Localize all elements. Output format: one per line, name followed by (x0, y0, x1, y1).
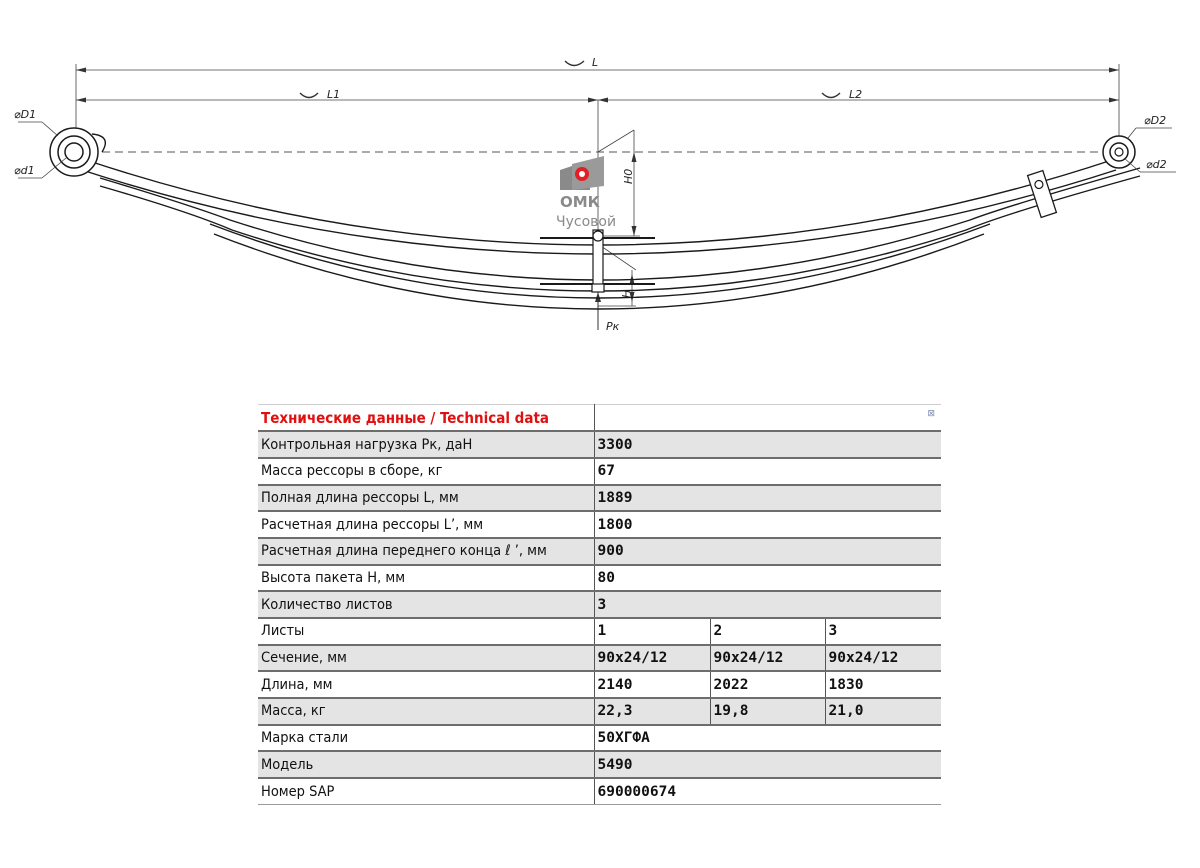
row-label: Высота пакета H, мм (258, 564, 595, 593)
row-label: Полная длина рессоры L, мм (258, 484, 595, 513)
row-value: 690000674 (594, 778, 942, 806)
spring-svg: L L1 L2 H0 H Pк (14, 56, 1176, 333)
expand-icon[interactable]: ⊠ (927, 409, 936, 419)
label-pack-height: H (620, 290, 633, 298)
row-value: 900 (594, 537, 942, 566)
row-value: 67 (594, 457, 942, 486)
row-label: Модель (258, 751, 595, 780)
row-label: Расчетная длина переднего конца ℓ ’, мм (258, 537, 595, 566)
arc-symbol-icon (564, 60, 585, 67)
table-title-row: Технические данные / Technical data ⊠ (258, 404, 942, 433)
row-label: Длина, мм (258, 671, 595, 700)
label-rear-eye-inner: ⌀d2 (1146, 158, 1167, 171)
row-value: 5490 (594, 751, 942, 780)
row-value: 1800 (594, 511, 942, 539)
label-rear-eye-outer: ⌀D2 (1144, 114, 1166, 127)
logo-brand: ОМК (560, 193, 601, 211)
leaf-2-value: 2 (710, 618, 826, 646)
omk-logo: ОМК Чусовой (556, 156, 616, 230)
label-control-load: Pк (606, 320, 620, 333)
row-label: Сечение, мм (258, 644, 595, 673)
leaf-1-value: 90x24/12 (594, 644, 711, 673)
row-label: Масса рессоры в сборе, кг (258, 457, 595, 486)
row-label: Номер SAP (258, 778, 595, 806)
leaf-3-value: 1830 (825, 671, 942, 700)
arc-symbol-icon (821, 92, 841, 99)
row-label: Расчетная длина рессоры L’, мм (258, 511, 595, 539)
leaf-2-value: 2022 (710, 671, 826, 700)
leaf-3-value: 3 (825, 618, 942, 646)
row-value: 80 (594, 564, 942, 593)
front-eye (49, 127, 106, 177)
rebound-clip (1026, 169, 1058, 219)
leaf-1-value: 2140 (594, 671, 711, 700)
leaf-3-value: 21,0 (825, 698, 942, 726)
leaf-2-value: 19,8 (710, 698, 826, 726)
row-value: 1889 (594, 484, 942, 513)
label-l2: L2 (849, 88, 862, 101)
leaf-3-value: 90x24/12 (825, 644, 942, 673)
spring-leaves (81, 159, 1141, 310)
label-total-length: L (592, 56, 598, 69)
row-label: Контрольная нагрузка Рк, даН (258, 431, 595, 459)
row-value: 50ХГФА (594, 724, 942, 753)
arc-symbol-icon (299, 92, 319, 99)
label-front-eye-outer: ⌀D1 (14, 108, 36, 121)
row-label: Марка стали (258, 724, 595, 753)
logo-plant: Чусовой (556, 214, 616, 230)
label-free-height: H0 (622, 169, 635, 184)
row-label: Количество листов (258, 591, 595, 619)
leaf-2-value: 90x24/12 (710, 644, 826, 673)
table-title-spacer: ⊠ (594, 404, 942, 433)
table-title: Технические данные / Technical data (258, 404, 595, 433)
rear-eye (1102, 135, 1136, 169)
leaf-1-value: 1 (594, 618, 711, 646)
leaf-1-value: 22,3 (594, 698, 711, 726)
row-value: 3 (594, 591, 942, 619)
leaf-spring-drawing: L L1 L2 H0 H Pк (0, 0, 1200, 360)
label-front-eye-inner: ⌀d1 (14, 164, 35, 177)
row-label: Листы (258, 618, 595, 646)
row-label: Масса, кг (258, 698, 595, 726)
label-l1: L1 (327, 88, 340, 101)
technical-data-table: Технические данные / Technical data ⊠ Ко… (258, 404, 942, 806)
row-value: 3300 (594, 431, 942, 459)
